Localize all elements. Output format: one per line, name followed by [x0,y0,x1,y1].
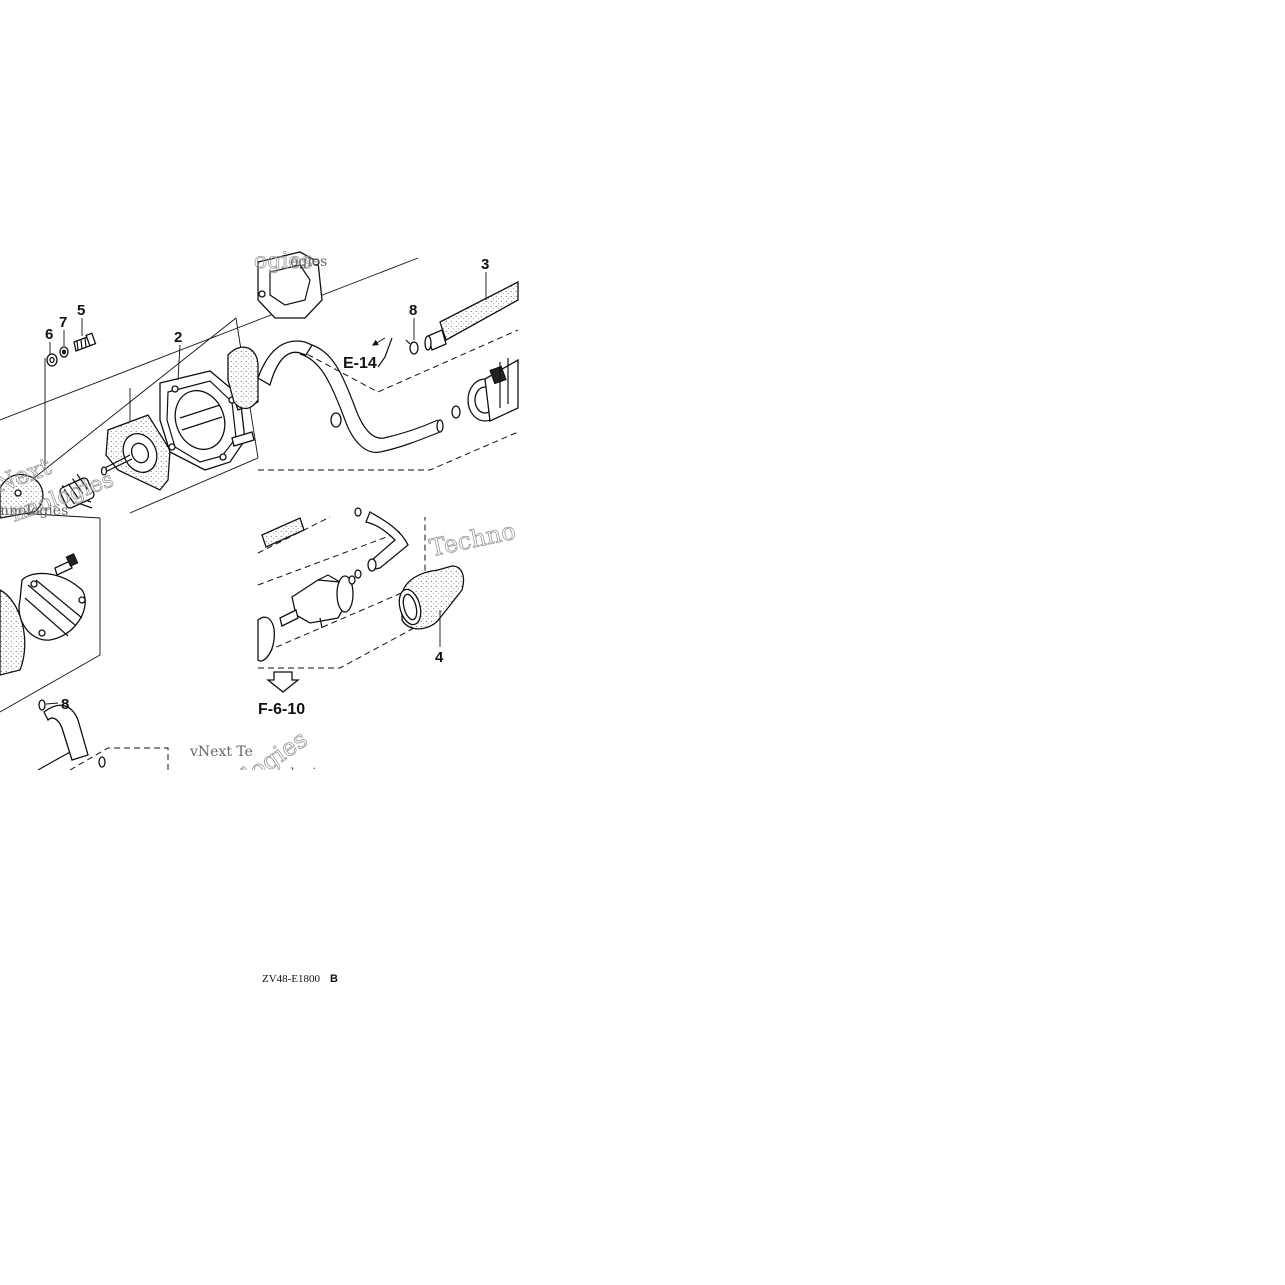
diaphragm [100,414,171,491]
fuel-pump-connector [467,358,519,422]
hose-sleeve [398,565,465,630]
callout-7: 7 [59,314,67,331]
callout-3: 3 [481,256,489,273]
pump-cover-lower [0,572,86,676]
hose-group-outline [289,329,519,393]
pump-cover-left [0,473,44,519]
ref-arrow-down [266,671,300,693]
callout-8-top: 8 [409,302,417,319]
watermark-left-solid: nnologies [0,503,68,519]
pump-spring [59,473,95,509]
watermark-right: Techno [427,517,518,563]
fuel-tube [424,280,519,351]
watermark-bottom-outline: ologies [226,725,313,797]
watermark-top: ogies [254,249,313,274]
bolt [73,332,97,352]
hose-clamp-mid [451,405,461,419]
filter-hose [261,507,409,572]
hose-clamp-top [405,339,419,355]
callout-8-bottom: 8 [61,696,69,713]
ref-f610: F-6-10 [258,701,305,718]
watermark-bottom-b: ologies [282,766,332,782]
diagram-code: ZV48-E1800 [262,973,321,985]
pump-body [159,370,259,471]
callout-4: 4 [435,649,444,666]
top-housing [257,251,323,319]
watermark-bottom-a: vNext Te [189,744,253,760]
screw [54,553,79,576]
callout-2: 2 [174,329,182,346]
gasket [227,346,259,410]
washer [59,346,69,358]
ref-e14: E-14 [343,355,377,372]
watermark-top-solid: ogies [290,254,327,270]
diagram-code-suffix: B [330,973,338,985]
callout-6: 6 [45,326,53,343]
nut [46,353,58,367]
exploded-view: ogies ogies Next nnologies nnologies Tec… [0,249,519,797]
fuel-filter [257,569,362,662]
fuel-hose-upper [257,340,444,453]
fuel-hose-lower [37,699,106,770]
callout-5: 5 [77,302,85,319]
